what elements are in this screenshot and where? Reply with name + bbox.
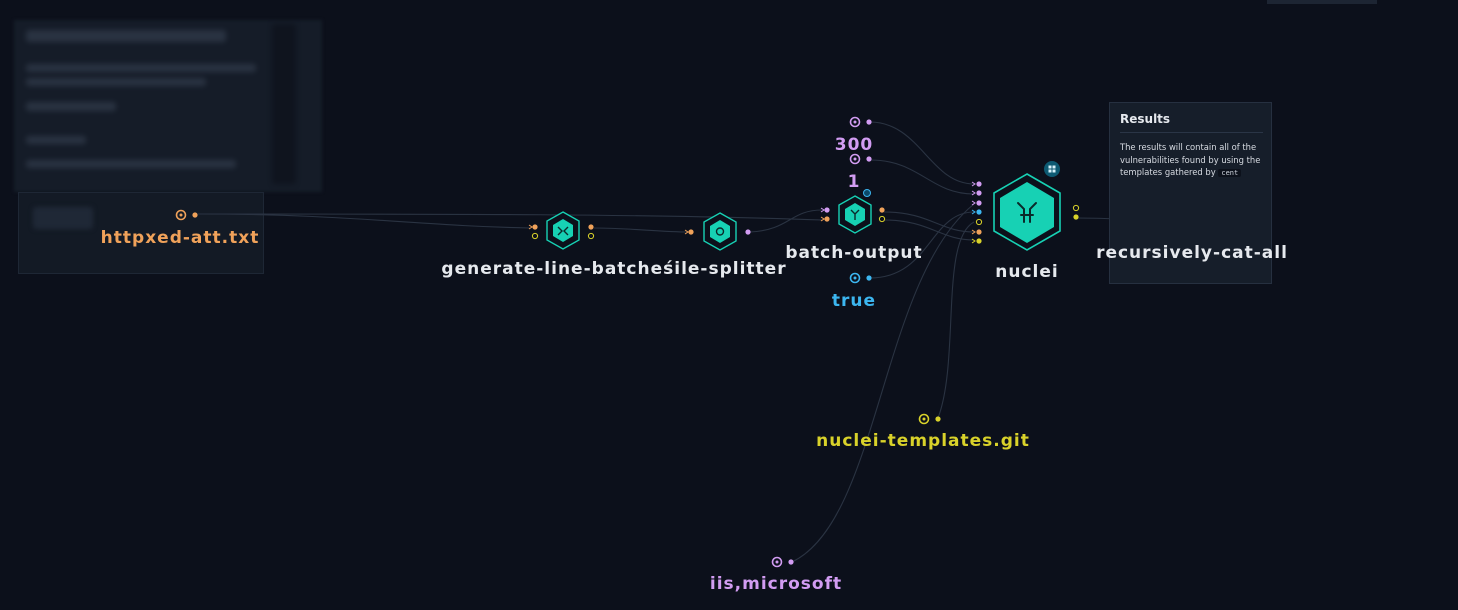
label-param-true: true	[831, 291, 877, 311]
results-code: cent	[1218, 169, 1242, 177]
node-iis-microsoft[interactable]	[771, 556, 794, 568]
edge-generate-to-splitter	[593, 227, 689, 233]
label-nuclei-templates: nuclei-templates.git	[816, 431, 1030, 451]
label-param-1: 1	[847, 172, 861, 192]
edge-300-to-nuclei	[869, 121, 975, 185]
label-iis-microsoft: iis,microsoft	[709, 574, 843, 594]
results-description-text: The results will contain all of the vuln…	[1120, 142, 1261, 177]
node-httpx-file[interactable]	[175, 209, 198, 221]
edge-iis-to-nuclei	[791, 203, 975, 563]
label-nuclei: nuclei	[995, 262, 1059, 282]
node-param-1[interactable]	[849, 153, 872, 165]
results-divider	[1120, 132, 1263, 133]
edge-templates-to-nuclei	[937, 221, 975, 419]
edge-httpx-to-generate	[197, 213, 531, 229]
node-nuclei-templates[interactable]	[918, 413, 941, 425]
edge-splitter-to-batch	[749, 209, 823, 233]
label-batch-output: batch-output	[785, 243, 923, 263]
node-param-300[interactable]	[849, 116, 872, 128]
label-generate-line-batches: generate-line-batcheśile-splitter	[441, 259, 787, 279]
edge-batch-to-nuclei-2	[883, 219, 975, 241]
node-batch-output[interactable]	[820, 189, 886, 234]
blurred-panel-lower	[18, 192, 264, 274]
node-file-splitter[interactable]	[684, 212, 751, 251]
edge-true-to-nuclei	[869, 211, 975, 279]
label-httpx-file: httpxed-att.txt	[100, 228, 260, 248]
label-recursively-cat-all: recursively-cat-all	[1096, 243, 1288, 263]
node-generate-line-batches[interactable]	[528, 211, 595, 250]
results-title: Results	[1120, 112, 1171, 126]
edge-1-to-nuclei	[869, 159, 975, 195]
node-nuclei[interactable]	[971, 161, 1080, 251]
results-description: The results will contain all of the vuln…	[1120, 141, 1265, 180]
results-card: Results The results will contain all of …	[1109, 102, 1272, 284]
node-param-true[interactable]	[849, 272, 872, 284]
label-param-300: 300	[834, 135, 874, 155]
edge-httpx-to-batch-output	[197, 213, 823, 221]
blurred-panel	[14, 20, 322, 192]
edge-batch-to-nuclei	[883, 211, 975, 233]
top-tab[interactable]	[1267, 0, 1377, 4]
edges	[197, 121, 1163, 563]
